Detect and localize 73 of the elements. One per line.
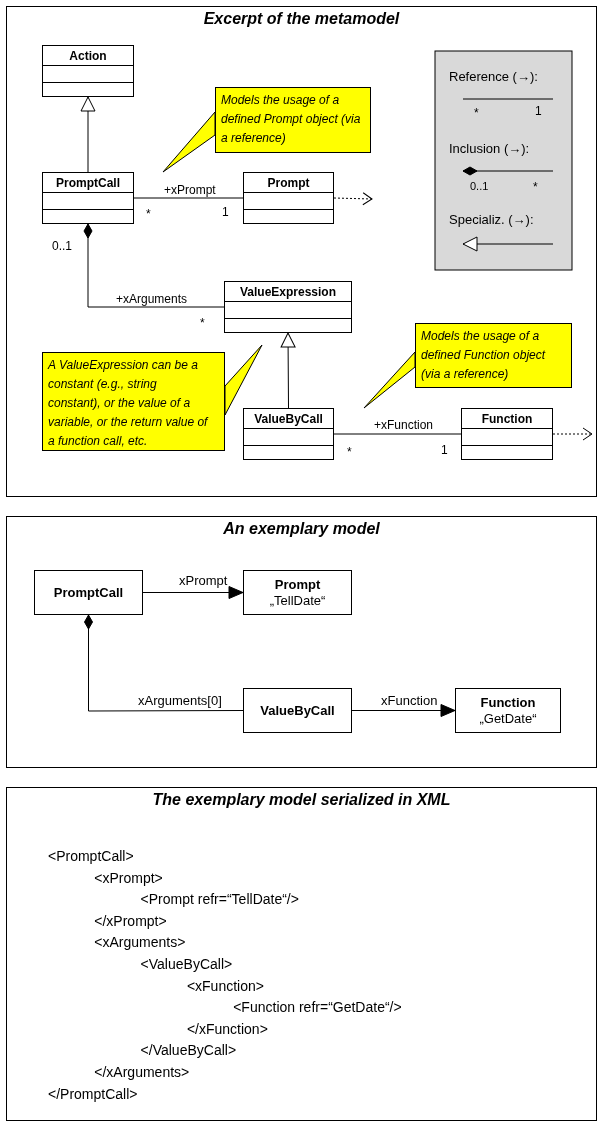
xml-code-line: </xPrompt> <box>94 912 167 930</box>
xml-code-line: <xPrompt> <box>94 869 163 887</box>
multiplicity-label: 0..1 <box>470 179 489 193</box>
note-text: Models the usage of a defined Prompt object (via a reference) <box>221 92 361 147</box>
xml-code-line: </xArguments> <box>94 1064 190 1081</box>
object-name: PromptCall <box>53 584 124 601</box>
class-box <box>42 45 134 97</box>
object-box <box>34 570 143 615</box>
edge-label: +xFunction <box>373 418 435 432</box>
legend-text: Reference (→): <box>449 70 538 84</box>
class-box <box>42 172 134 224</box>
legend-text: Specializ. (→): <box>449 213 534 227</box>
multiplicity-label: 1 <box>441 443 448 457</box>
object-box <box>455 688 561 733</box>
xml-code-line: </PromptCall> <box>48 1085 138 1103</box>
class-name: Function <box>481 411 533 428</box>
xml-code-line: </xFunction> <box>186 1020 268 1038</box>
class-name: ValueExpression <box>239 284 336 301</box>
multiplicity-label: 1 <box>535 104 542 118</box>
class-box <box>243 408 334 460</box>
callout-pointer <box>162 111 216 173</box>
connector <box>133 197 244 199</box>
panel-title: An exemplary model <box>223 520 380 538</box>
connector <box>142 586 244 599</box>
panel-frame <box>6 516 597 768</box>
panel-title: The exemplary model serialized in XML <box>152 791 451 809</box>
class-box <box>243 172 334 224</box>
multiplicity-label: 1 <box>222 205 229 219</box>
connector <box>280 332 296 409</box>
panel-frame <box>6 787 597 1121</box>
multiplicity-label: * <box>146 207 151 221</box>
connector <box>80 96 96 173</box>
class-box <box>461 408 553 460</box>
connector <box>333 192 373 206</box>
connector <box>552 427 593 441</box>
connector <box>84 614 244 712</box>
panel-title: Excerpt of the metamodel <box>203 10 400 28</box>
note-text: Models the usage of a defined Function object (via a reference) <box>421 328 547 383</box>
connector <box>83 223 225 308</box>
edge-label: xFunction <box>380 694 439 708</box>
multiplicity-label: * <box>347 445 352 459</box>
edge-label: xPrompt <box>178 574 229 588</box>
xml-code-line: <xArguments> <box>94 934 186 952</box>
xml-code-line: <Prompt refr=“TellDate“/> <box>140 891 299 909</box>
class-name: Prompt <box>267 175 310 192</box>
object-box <box>243 570 352 615</box>
object-name: Prompt <box>274 576 321 593</box>
note-text: A ValueExpression can be a constant (e.g., string constant), or the value of a variable, or the return value of a function call, etc. <box>48 357 210 450</box>
class-name: Action <box>69 48 107 65</box>
connector <box>333 433 462 435</box>
multiplicity-label: * <box>474 106 479 120</box>
object-value: „GetDate“ <box>479 710 537 727</box>
class-name: PromptCall <box>56 175 120 192</box>
multiplicity-label: * <box>200 316 205 330</box>
object-name: ValueByCall <box>260 702 335 719</box>
class-box <box>224 281 352 333</box>
xml-code-line: <xFunction> <box>186 977 264 995</box>
object-name: Function <box>480 694 536 711</box>
xml-code-line: </ValueByCall> <box>140 1042 237 1060</box>
class-name: ValueByCall <box>254 411 323 428</box>
xml-code-line: <Function refr=“GetDate“/> <box>233 999 402 1017</box>
xml-code-line: <PromptCall> <box>48 848 134 865</box>
object-value: „TellDate“ <box>269 592 326 609</box>
multiplicity-label: 0..1 <box>52 239 72 253</box>
xml-code-line: <ValueByCall> <box>140 956 233 973</box>
legend-text: Inclusion (→): <box>449 142 530 156</box>
connector <box>351 704 456 717</box>
edge-label: +xPrompt <box>163 183 217 197</box>
multiplicity-label: * <box>533 180 538 194</box>
edge-label: xArguments[0] <box>137 694 223 708</box>
object-box <box>243 688 352 733</box>
callout-pointer <box>224 344 263 416</box>
edge-label: +xArguments <box>115 292 189 306</box>
